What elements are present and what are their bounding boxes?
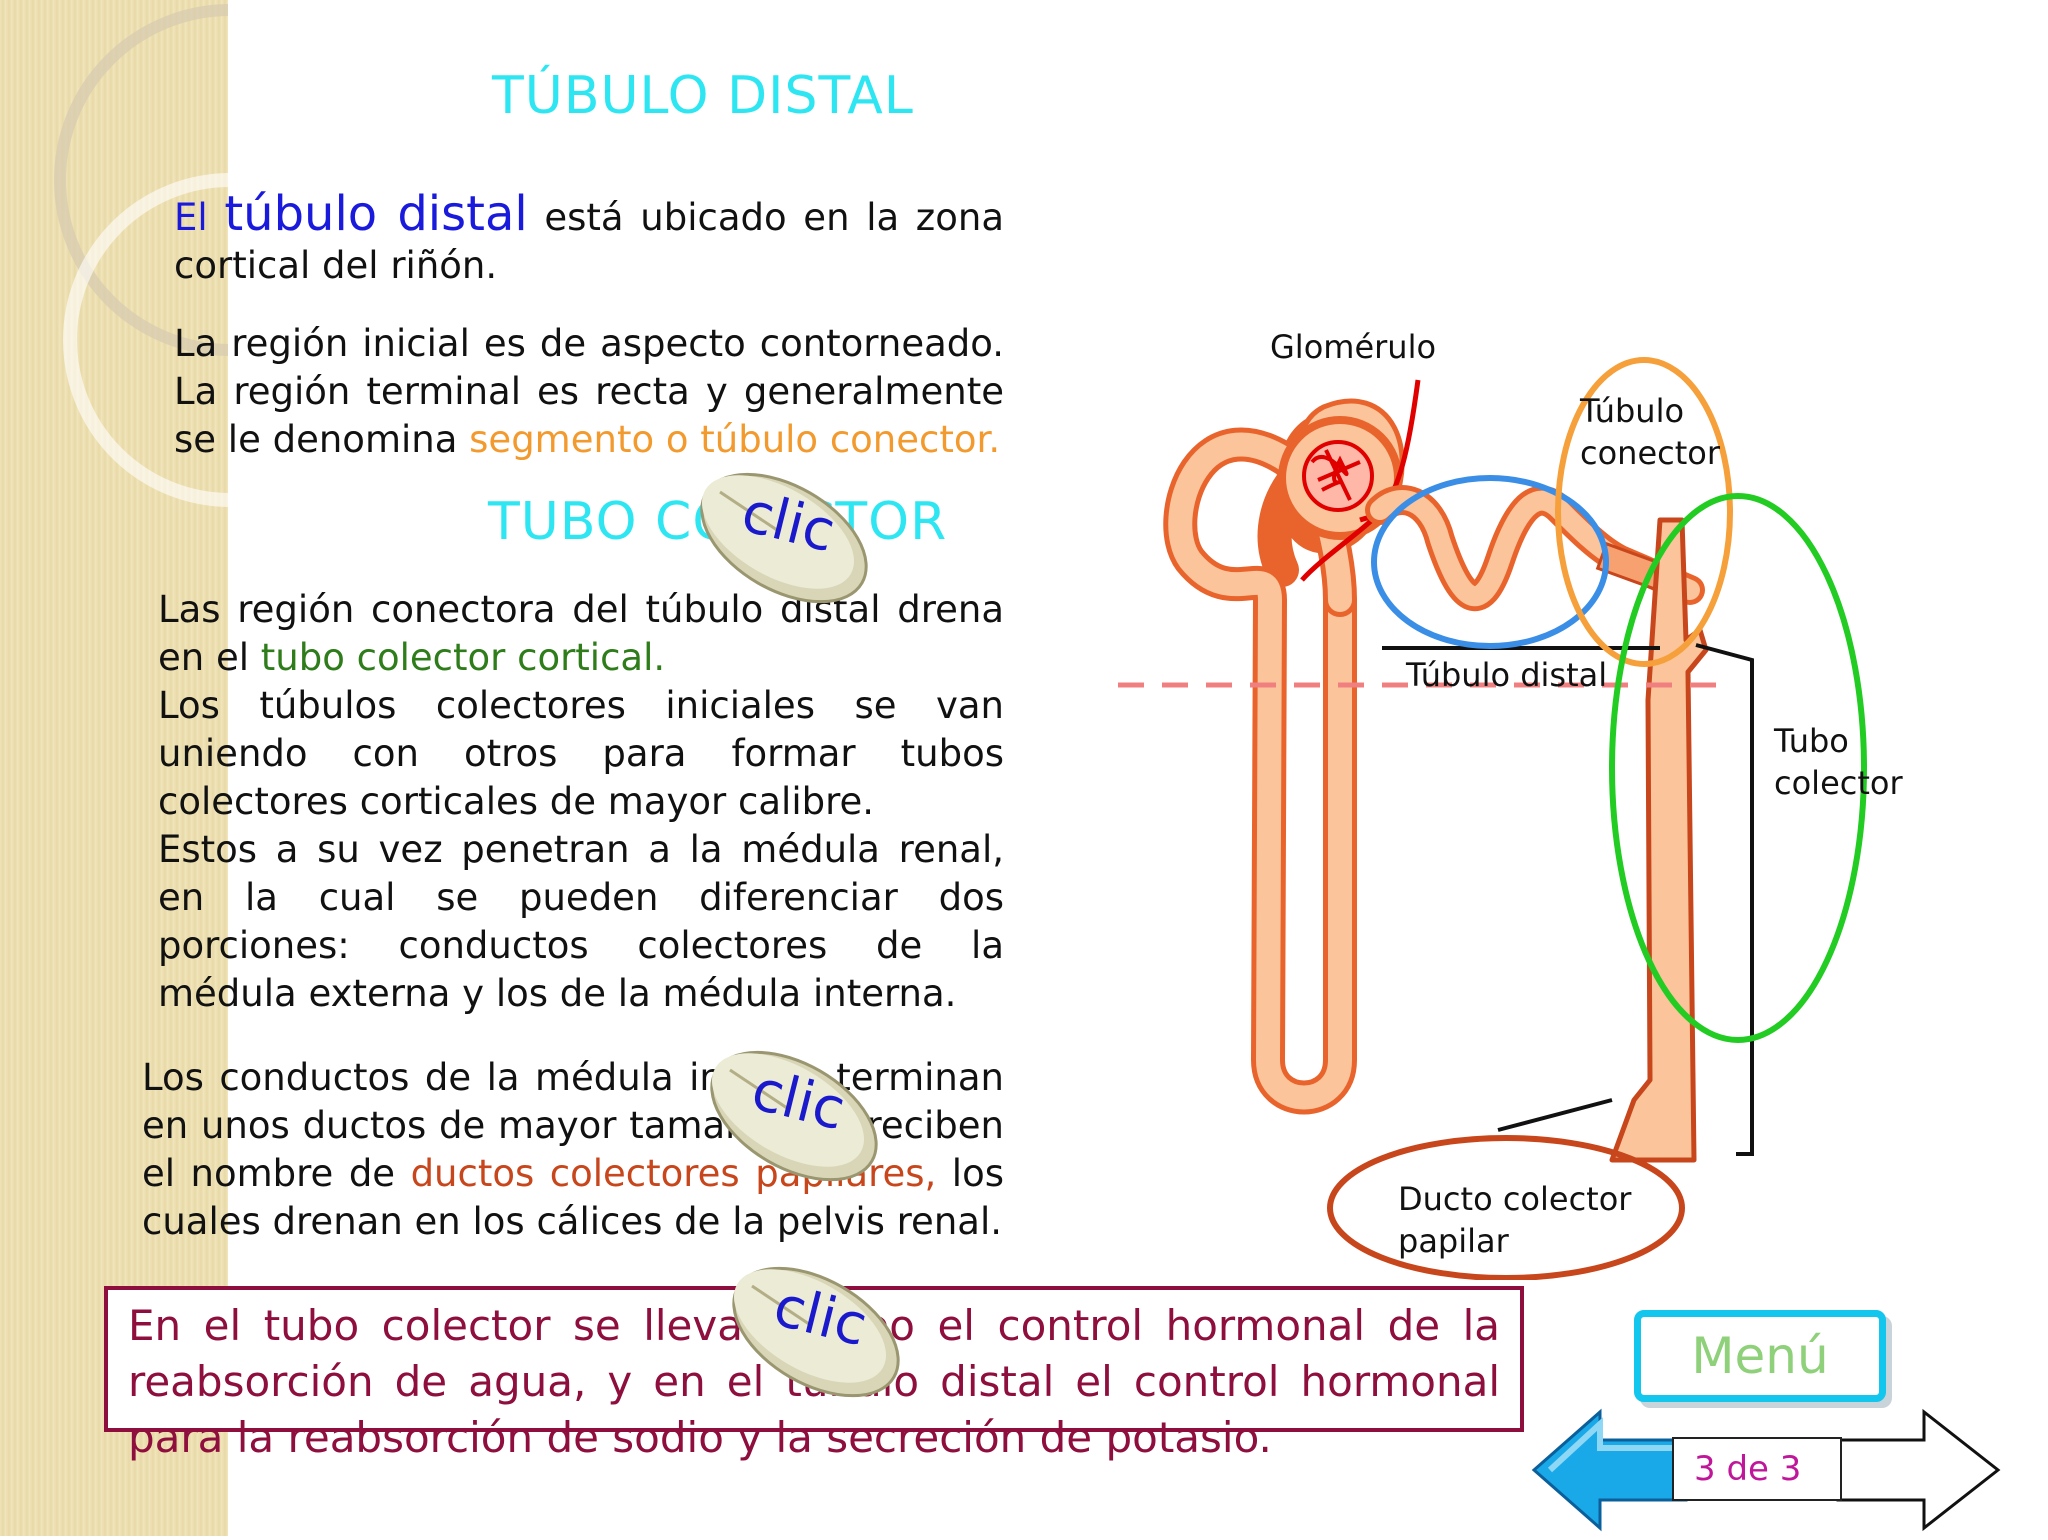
text-region-conectora-block: Las región conectora del túbulo distal d… bbox=[158, 586, 1004, 682]
menu-label: Menú bbox=[1691, 1327, 1829, 1385]
label-glomerulo: Glomérulo bbox=[1270, 328, 1437, 366]
text-distal-location: está ubicado en la zona cortical del riñ… bbox=[174, 196, 1004, 287]
highlight-segmento-conector: segmento o túbulo conector. bbox=[469, 418, 1001, 461]
paragraph-tubo-colector: Las región conectora del túbulo distal d… bbox=[158, 586, 1004, 1018]
text-region-conectora: Las región conectora del túbulo distal d… bbox=[158, 588, 1004, 679]
text-calices-pelvis: los cuales drenan en los cálices de la p… bbox=[142, 1152, 1004, 1243]
label-tubulo-distal: Túbulo distal bbox=[1406, 656, 1608, 694]
menu-button[interactable]: Menú bbox=[1634, 1310, 1886, 1402]
highlight-tubo-colector-cortical: tubo colector cortical. bbox=[260, 636, 666, 679]
arrow-right-icon[interactable] bbox=[1834, 1408, 2004, 1532]
title-tubulo-distal: TÚBULO DISTAL bbox=[492, 66, 914, 126]
label-tubulo-conector: Túbulo conector bbox=[1580, 392, 1721, 472]
text-el: El bbox=[174, 196, 225, 239]
clic-button-hormonal[interactable]: clic bbox=[712, 1246, 912, 1406]
mouse-icon bbox=[710, 1050, 878, 1182]
mouse-icon bbox=[700, 472, 868, 604]
clic-button-colector[interactable]: clic bbox=[680, 452, 880, 612]
tubo-colector-bracket bbox=[1695, 643, 1754, 1156]
text-medula-renal: Estos a su vez penetran a la médula rena… bbox=[158, 828, 1004, 1015]
highlight-tubulo-distal: túbulo distal bbox=[224, 186, 528, 242]
paragraph-distal-regions: La región inicial es de aspecto contorne… bbox=[174, 320, 1004, 464]
proximal-tubule-fill bbox=[1168, 432, 1352, 1110]
label-ducto-colector-papilar: Ducto colector papilar bbox=[1398, 1180, 1632, 1260]
papilar-pointer bbox=[1497, 1098, 1613, 1132]
collecting-duct bbox=[1609, 517, 1709, 1163]
text-tubulos-colectores: Los túbulos colectores iniciales se van … bbox=[158, 684, 1004, 823]
distal-convoluted-fill bbox=[1370, 490, 1700, 607]
conector-highlight-ring bbox=[1555, 357, 1733, 667]
papilar-highlight-ring bbox=[1327, 1135, 1685, 1280]
text-distal-regions: La región inicial es de aspecto contorne… bbox=[174, 322, 1004, 461]
paragraph-distal-location: El túbulo distal está ubicado en la zona… bbox=[174, 190, 1004, 290]
colector-highlight-ring bbox=[1609, 493, 1867, 1043]
arrow-left-icon[interactable] bbox=[1530, 1408, 1690, 1532]
clic-button-papilares[interactable]: clic bbox=[690, 1030, 890, 1190]
mouse-icon bbox=[732, 1266, 900, 1398]
nephron-diagram bbox=[1118, 357, 1867, 1280]
glomerulus-capillaries bbox=[1310, 449, 1361, 501]
distal-highlight-ring bbox=[1371, 475, 1609, 649]
label-tubo-colector: Tubo colector bbox=[1774, 722, 1903, 802]
page-indicator: 3 de 3 bbox=[1672, 1437, 1842, 1501]
